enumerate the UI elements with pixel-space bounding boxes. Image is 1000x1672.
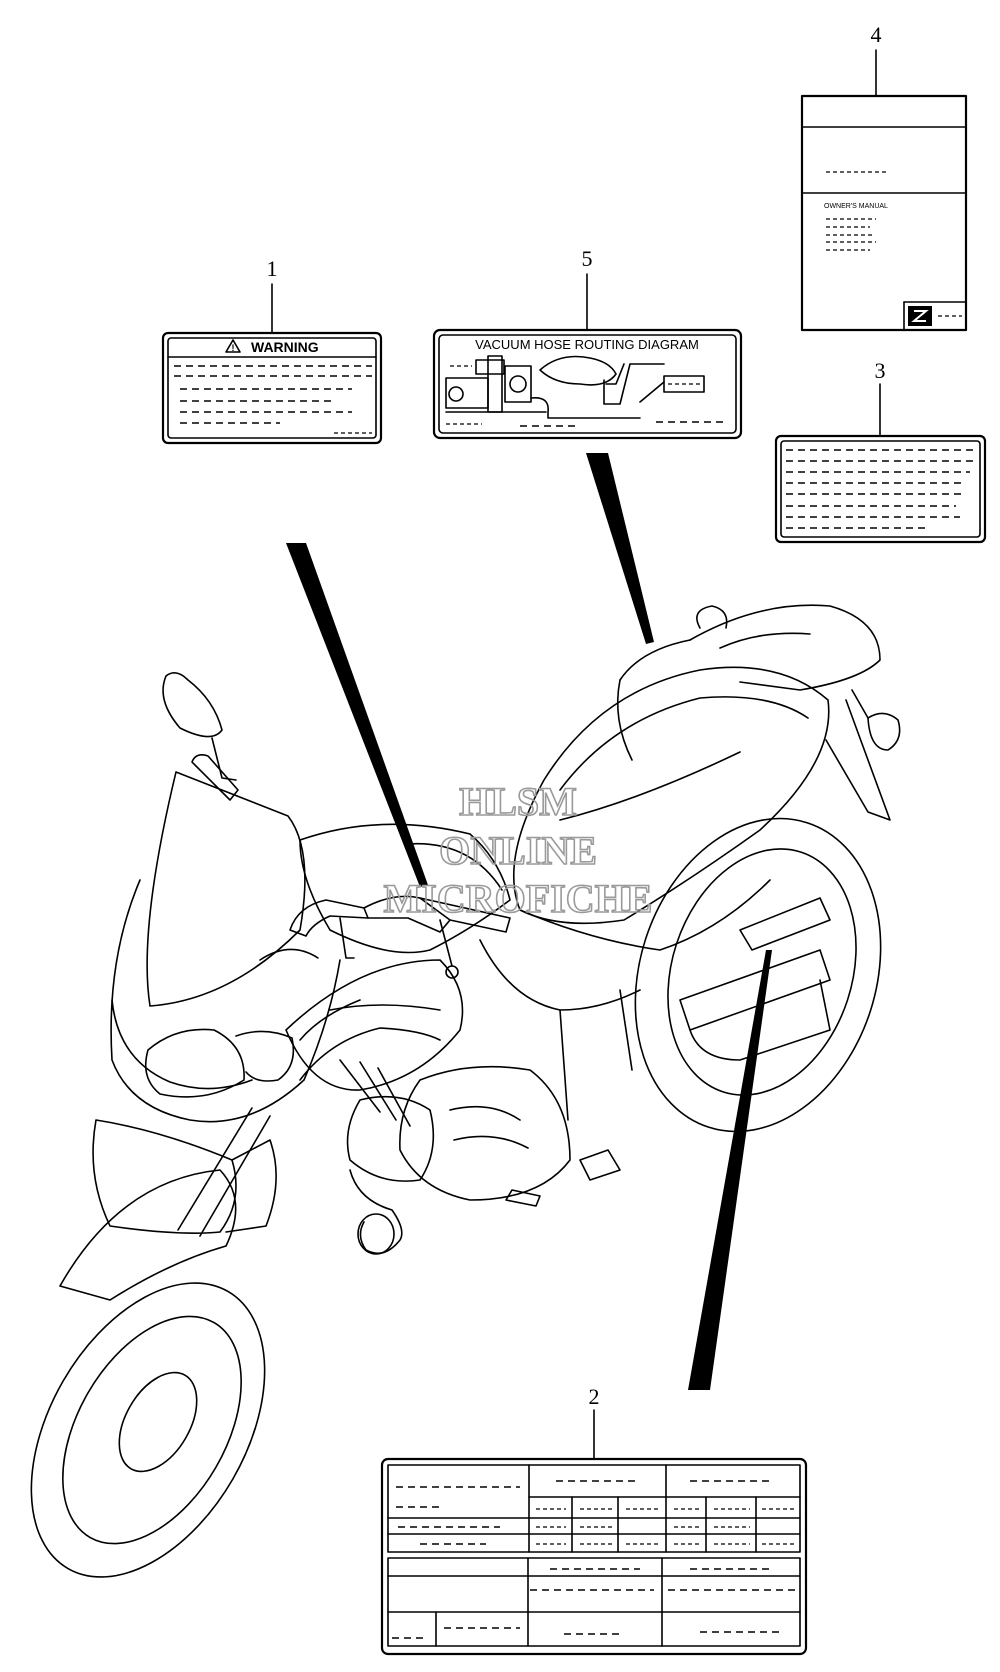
pointer-label-1: [286, 543, 428, 887]
part-2-spec-label[interactable]: [380, 1457, 808, 1656]
routing-schematic-icon: [445, 355, 705, 419]
watermark: HLSM ONLINE MICROFICHE: [383, 778, 653, 922]
owners-manual-title: OWNER'S MANUAL: [824, 203, 888, 210]
callout-1: 1: [267, 256, 278, 281]
vacuum-hose-title: VACUUM HOSE ROUTING DIAGRAM: [475, 337, 699, 352]
motorcycle-illustration: [30, 604, 901, 1578]
callout-5: 5: [582, 246, 593, 271]
callout-2: 2: [589, 1384, 600, 1409]
part-5-vacuum-hose-label[interactable]: VACUUM HOSE ROUTING DIAGRAM: [432, 328, 743, 440]
watermark-line-2: ONLINE: [439, 828, 597, 873]
warning-triangle-icon: [225, 339, 241, 353]
part-4-owners-manual[interactable]: OWNER'S MANUAL: [800, 94, 968, 332]
watermark-line-3: MICROFICHE: [384, 876, 653, 921]
watermark-line-1: HLSM: [459, 779, 577, 824]
svg-text:!: !: [232, 343, 235, 353]
part-3-info-label[interactable]: [774, 434, 987, 544]
callout-3: 3: [875, 358, 886, 383]
pointer-label-5: [586, 453, 654, 644]
callout-4: 4: [871, 22, 882, 47]
warning-label-text: WARNING: [251, 339, 319, 355]
part-1-warning-label[interactable]: ! WARNING: [161, 331, 383, 445]
pointer-label-2: [688, 950, 772, 1390]
